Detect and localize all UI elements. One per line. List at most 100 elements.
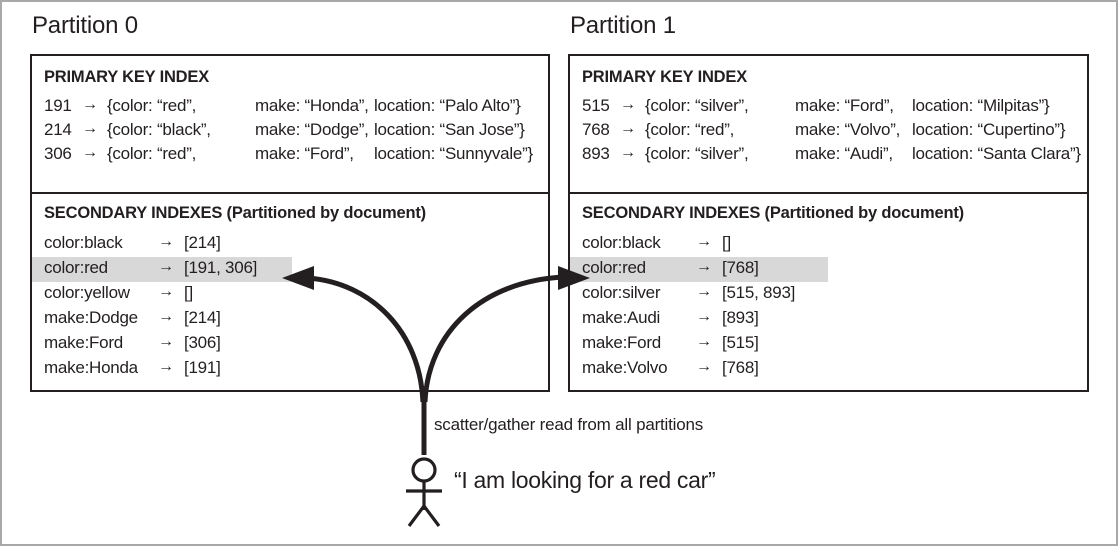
secondary-index-row: color:silver → [515, 893] bbox=[570, 282, 1087, 307]
secondary-index-row: color:black → [] bbox=[570, 232, 1087, 257]
primary-key-row: 893 → {color: “silver”, make: “Audi”, lo… bbox=[582, 144, 1083, 168]
index-term: color:red bbox=[582, 258, 646, 277]
section-divider bbox=[570, 192, 1087, 194]
stick-figure-icon bbox=[406, 457, 442, 527]
pk-make: make: “Ford”, bbox=[795, 96, 894, 115]
index-term: color:yellow bbox=[44, 283, 130, 302]
pk-location: location: “Milpitas”} bbox=[912, 96, 1050, 115]
primary-key-index-heading: PRIMARY KEY INDEX bbox=[44, 68, 209, 86]
secondary-index-row-highlighted: color:red → [191, 306] bbox=[32, 257, 292, 282]
arrow-glyph: → bbox=[620, 120, 636, 137]
secondary-index-row: color:yellow → [] bbox=[32, 282, 548, 307]
index-ids: [768] bbox=[722, 258, 759, 277]
pk-make: make: “Audi”, bbox=[795, 144, 893, 163]
arrow-glyph: → bbox=[696, 258, 712, 275]
secondary-index-row-highlighted: color:red → [768] bbox=[570, 257, 828, 282]
pk-location: location: “Santa Clara”} bbox=[912, 144, 1081, 163]
arrow-glyph: → bbox=[158, 358, 174, 375]
arrow-glyph: → bbox=[82, 96, 98, 113]
arrow-glyph: → bbox=[82, 144, 98, 161]
primary-key-index-heading: PRIMARY KEY INDEX bbox=[582, 68, 747, 86]
primary-key-row: 306 → {color: “red”, make: “Ford”, locat… bbox=[44, 144, 544, 168]
index-term: make:Ford bbox=[582, 333, 661, 352]
arrow-glyph: → bbox=[696, 358, 712, 375]
section-divider bbox=[32, 192, 548, 194]
index-term: make:Dodge bbox=[44, 308, 138, 327]
arrow-glyph: → bbox=[620, 96, 636, 113]
secondary-index-row: make:Dodge → [214] bbox=[32, 307, 548, 332]
arrow-glyph: → bbox=[158, 308, 174, 325]
partition-0-title: Partition 0 bbox=[32, 12, 138, 39]
arrow-glyph: → bbox=[158, 258, 174, 275]
index-ids: [515] bbox=[722, 333, 759, 352]
arrow-glyph: → bbox=[158, 283, 174, 300]
partition-1-box: PRIMARY KEY INDEX 515 → {color: “silver”… bbox=[568, 54, 1089, 392]
index-term: make:Ford bbox=[44, 333, 123, 352]
index-ids: [306] bbox=[184, 333, 221, 352]
partition-1-primary-key-index: PRIMARY KEY INDEX 515 → {color: “silver”… bbox=[570, 56, 1087, 192]
pk-color: {color: “red”, bbox=[107, 96, 197, 115]
index-ids: [214] bbox=[184, 233, 221, 252]
index-ids: [768] bbox=[722, 358, 759, 377]
partition-1-title: Partition 1 bbox=[570, 12, 676, 39]
index-term: make:Audi bbox=[582, 308, 661, 327]
primary-key-row: 515 → {color: “silver”, make: “Ford”, lo… bbox=[582, 96, 1083, 120]
secondary-index-row: make:Honda → [191] bbox=[32, 357, 548, 382]
arrow-glyph: → bbox=[696, 308, 712, 325]
partition-0-box: PRIMARY KEY INDEX 191 → {color: “red”, m… bbox=[30, 54, 550, 392]
secondary-index-row: make:Ford → [306] bbox=[32, 332, 548, 357]
partition-0-primary-key-index: PRIMARY KEY INDEX 191 → {color: “red”, m… bbox=[32, 56, 548, 192]
pk-key: 306 bbox=[44, 144, 72, 163]
pk-key: 768 bbox=[582, 120, 610, 139]
secondary-index-row: make:Ford → [515] bbox=[570, 332, 1087, 357]
secondary-indexes-heading: SECONDARY INDEXES (Partitioned by docume… bbox=[44, 204, 426, 222]
primary-key-row: 768 → {color: “red”, make: “Volvo”, loca… bbox=[582, 120, 1083, 144]
index-term: color:black bbox=[44, 233, 123, 252]
user-query-caption: “I am looking for a red car” bbox=[454, 467, 716, 493]
primary-key-row: 214 → {color: “black”, make: “Dodge”, lo… bbox=[44, 120, 544, 144]
pk-location: location: “San Jose”} bbox=[374, 120, 525, 139]
arrow-glyph: → bbox=[696, 233, 712, 250]
secondary-index-row: make:Volvo → [768] bbox=[570, 357, 1087, 382]
pk-key: 191 bbox=[44, 96, 72, 115]
pk-make: make: “Volvo”, bbox=[795, 120, 901, 139]
secondary-index-row: color:black → [214] bbox=[32, 232, 548, 257]
index-term: color:red bbox=[44, 258, 108, 277]
arrow-glyph: → bbox=[696, 283, 712, 300]
index-ids: [] bbox=[184, 283, 193, 302]
partition-1-secondary-indexes: SECONDARY INDEXES (Partitioned by docume… bbox=[570, 194, 1087, 390]
partition-0-secondary-indexes: SECONDARY INDEXES (Partitioned by docume… bbox=[32, 194, 548, 390]
secondary-index-row: make:Audi → [893] bbox=[570, 307, 1087, 332]
pk-color: {color: “black”, bbox=[107, 120, 211, 139]
arrow-glyph: → bbox=[696, 333, 712, 350]
pk-key: 893 bbox=[582, 144, 610, 163]
pk-color: {color: “red”, bbox=[107, 144, 197, 163]
pk-make: make: “Ford”, bbox=[255, 144, 354, 163]
arrow-glyph: → bbox=[158, 333, 174, 350]
secondary-index-rows: color:black → [214] color:red → [191, 30… bbox=[32, 232, 548, 382]
primary-key-rows: 515 → {color: “silver”, make: “Ford”, lo… bbox=[582, 96, 1083, 168]
index-ids: [214] bbox=[184, 308, 221, 327]
index-ids: [] bbox=[722, 233, 731, 252]
arrow-glyph: → bbox=[620, 144, 636, 161]
secondary-index-rows: color:black → [] color:red → [768] color… bbox=[570, 232, 1087, 382]
arrow-glyph: → bbox=[82, 120, 98, 137]
secondary-indexes-heading: SECONDARY INDEXES (Partitioned by docume… bbox=[582, 204, 964, 222]
index-ids: [515, 893] bbox=[722, 283, 796, 302]
pk-location: location: “Sunnyvale”} bbox=[374, 144, 533, 163]
primary-key-row: 191 → {color: “red”, make: “Honda”, loca… bbox=[44, 96, 544, 120]
pk-location: location: “Cupertino”} bbox=[912, 120, 1066, 139]
index-term: color:black bbox=[582, 233, 661, 252]
index-ids: [191] bbox=[184, 358, 221, 377]
primary-key-rows: 191 → {color: “red”, make: “Honda”, loca… bbox=[44, 96, 544, 168]
arrow-glyph: → bbox=[158, 233, 174, 250]
index-ids: [893] bbox=[722, 308, 759, 327]
pk-make: make: “Dodge”, bbox=[255, 120, 369, 139]
index-ids: [191, 306] bbox=[184, 258, 258, 277]
pk-key: 515 bbox=[582, 96, 610, 115]
pk-location: location: “Palo Alto”} bbox=[374, 96, 521, 115]
index-term: color:silver bbox=[582, 283, 661, 302]
pk-color: {color: “red”, bbox=[645, 120, 735, 139]
index-term: make:Honda bbox=[44, 358, 138, 377]
